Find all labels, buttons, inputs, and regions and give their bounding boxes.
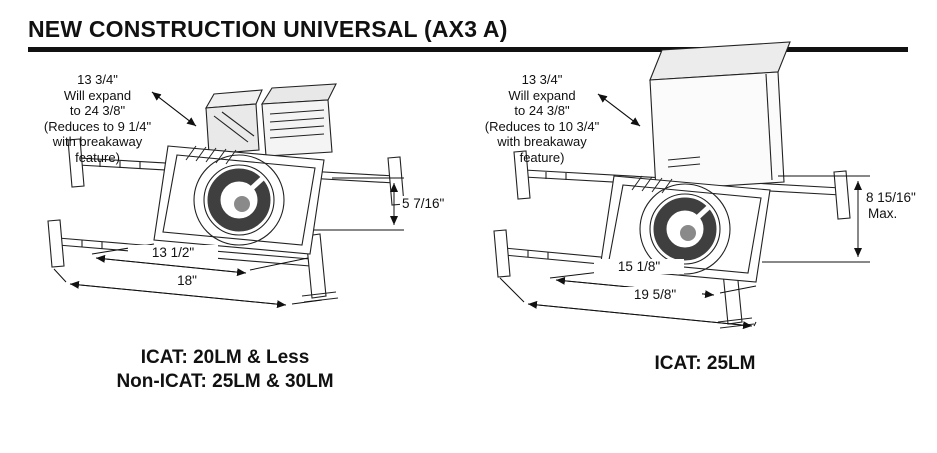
left-height-dim-label: 5 7/16" [400,196,447,211]
junction-box-left [262,84,336,156]
note-line: (Reduces to 10 3/4" [484,118,600,134]
note-line: with breakaway [52,134,143,149]
note-line: with breakaway [497,134,587,149]
right-pan-width-dim-label: 15 1/8" [594,259,684,274]
scissor-bracket-left [186,146,236,164]
caption-line: ICAT: 25LM [654,353,756,374]
left-bar-width-dim-label: 18" [155,273,219,288]
left-expand-note: 13 3/4" Will expand to 24 3/8" (Reduces … [20,72,175,165]
plenum-box-right [650,42,790,190]
right-height-dim-label: 8 15/16" [864,190,918,205]
left-figure-caption: ICAT: 20LM & Less Non-ICAT: 25LM & 30LM [55,346,395,394]
light-aperture-left [194,155,284,245]
note-line: Will expand [63,87,132,103]
note-line: 13 3/4" [77,72,118,87]
right-figure-caption: ICAT: 25LM [600,352,810,376]
driver-box-left [206,90,262,154]
right-expand-note: 13 3/4" Will expand to 24 3/8" (Reduces … [462,72,622,165]
scissor-bracket-right [632,176,672,193]
right-bar-width-dim-label: 19 5/8" [608,287,702,302]
note-line: (Reduces to 9 1/4" [43,118,152,134]
title-underline [28,47,908,52]
right-height-dim-suffix: Max. [866,206,900,221]
note-line: feature) [75,149,120,165]
note-line: feature) [519,149,565,165]
caption-line: Non-ICAT: 25LM & 30LM [116,371,334,392]
left-dimension-lines [54,92,404,309]
note-line: to 24 3/8" [514,103,570,118]
page-title: NEW CONSTRUCTION UNIVERSAL (AX3 A) [28,16,508,42]
caption-line: ICAT: 20LM & Less [140,347,310,368]
note-line: 13 3/4" [521,72,563,87]
note-line: to 24 3/8" [69,103,126,118]
mounting-brackets-left [48,139,404,302]
light-aperture-right [640,184,730,274]
note-line: Will expand [508,87,576,103]
left-pan-width-dim-label: 13 1/2" [128,245,218,260]
left-fixture-drawing [48,84,404,302]
